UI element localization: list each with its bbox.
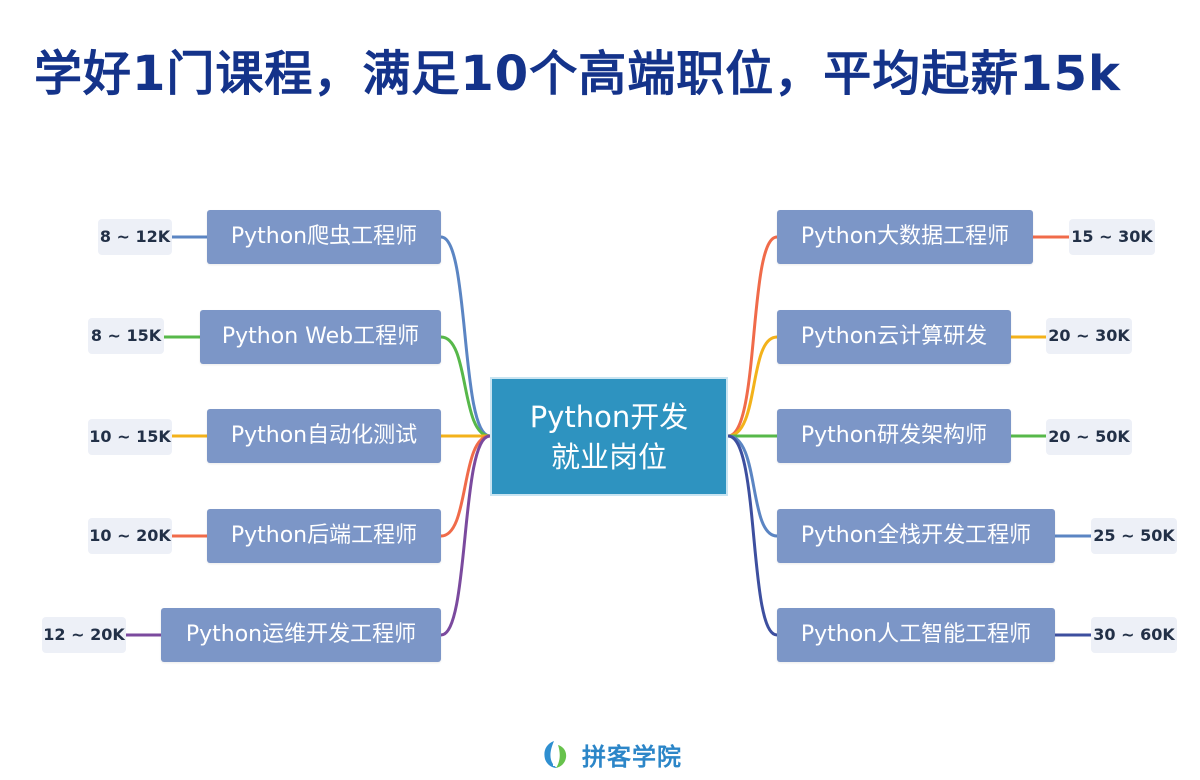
right-job-node-4: Python全栈开发工程师 — [777, 509, 1055, 563]
right-job-node-1: Python大数据工程师 — [777, 210, 1033, 264]
right-job-node-2: Python云计算研发 — [777, 310, 1011, 364]
leaf-logo-icon — [544, 741, 567, 768]
left-salary-4: 10 ~ 20K — [88, 518, 172, 554]
page-title: 学好1门课程，满足10个高端职位，平均起薪15k — [34, 46, 1121, 102]
left-job-node-4: Python后端工程师 — [207, 509, 441, 563]
right-salary-2: 20 ~ 30K — [1046, 318, 1132, 354]
left-job-node-1: Python爬虫工程师 — [207, 210, 441, 264]
right-job-node-3: Python研发架构师 — [777, 409, 1011, 463]
left-branch-link-5 — [439, 434, 492, 637]
left-salary-1: 8 ~ 12K — [98, 219, 172, 255]
right-salary-5: 30 ~ 60K — [1091, 617, 1177, 653]
left-job-node-3: Python自动化测试 — [207, 409, 441, 463]
center-topic: Python开发 就业岗位 — [490, 377, 728, 496]
brand-name: 拼客学院 — [582, 742, 682, 771]
right-branch-link-1 — [726, 235, 779, 438]
left-salary-5: 12 ~ 20K — [42, 617, 126, 653]
right-salary-4: 25 ~ 50K — [1091, 518, 1177, 554]
right-branch-link-4 — [726, 434, 779, 538]
left-branch-link-2 — [439, 335, 492, 438]
left-salary-2: 8 ~ 15K — [88, 318, 164, 354]
right-job-node-5: Python人工智能工程师 — [777, 608, 1055, 662]
left-branch-link-1 — [439, 235, 492, 438]
left-branch-link-4 — [439, 434, 492, 538]
left-salary-3: 10 ~ 15K — [88, 419, 172, 455]
right-salary-1: 15 ~ 30K — [1069, 219, 1155, 255]
center-topic-line-2: 就业岗位 — [550, 439, 667, 474]
left-job-node-5: Python运维开发工程师 — [161, 608, 441, 662]
left-job-node-2: Python Web工程师 — [200, 310, 441, 364]
brand-logo: 拼客学院 — [538, 734, 682, 774]
center-topic-line-1: Python开发 — [529, 399, 689, 434]
right-branch-link-5 — [726, 434, 779, 637]
right-branch-link-2 — [726, 335, 779, 438]
right-salary-3: 20 ~ 50K — [1046, 419, 1132, 455]
